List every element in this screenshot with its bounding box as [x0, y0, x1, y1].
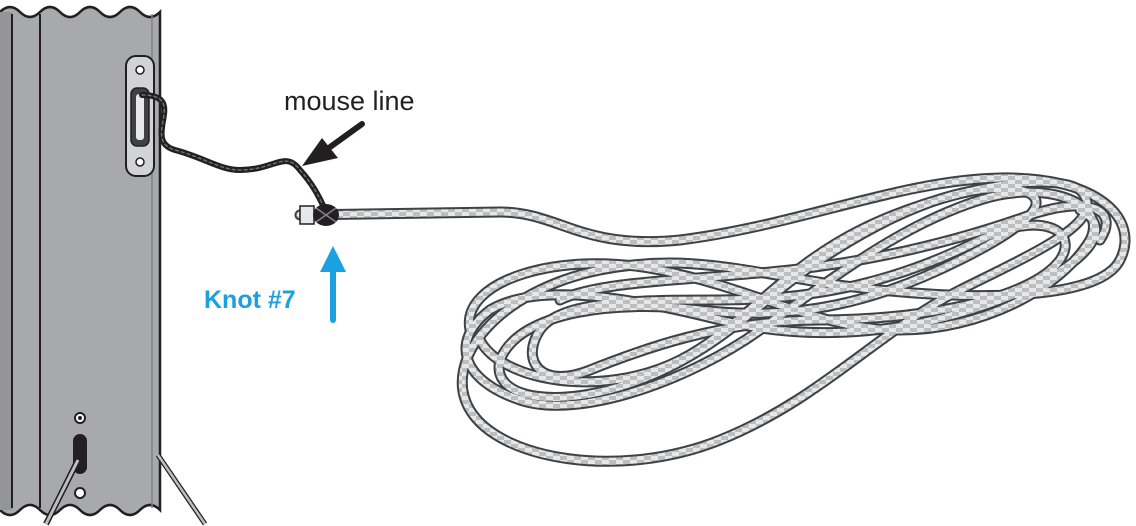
mast-lower-fittings [43, 412, 208, 526]
mouse-line-label: mouse line [284, 86, 415, 116]
knot [299, 204, 339, 226]
arrow-down-left-icon [302, 121, 365, 166]
halyard-coil [294, 172, 1131, 467]
mouse-line [139, 92, 331, 218]
mast [0, 5, 162, 517]
mast-exit-sheave [125, 55, 155, 177]
knot-label: Knot #7 [204, 286, 296, 314]
arrow-up-icon [320, 246, 346, 323]
